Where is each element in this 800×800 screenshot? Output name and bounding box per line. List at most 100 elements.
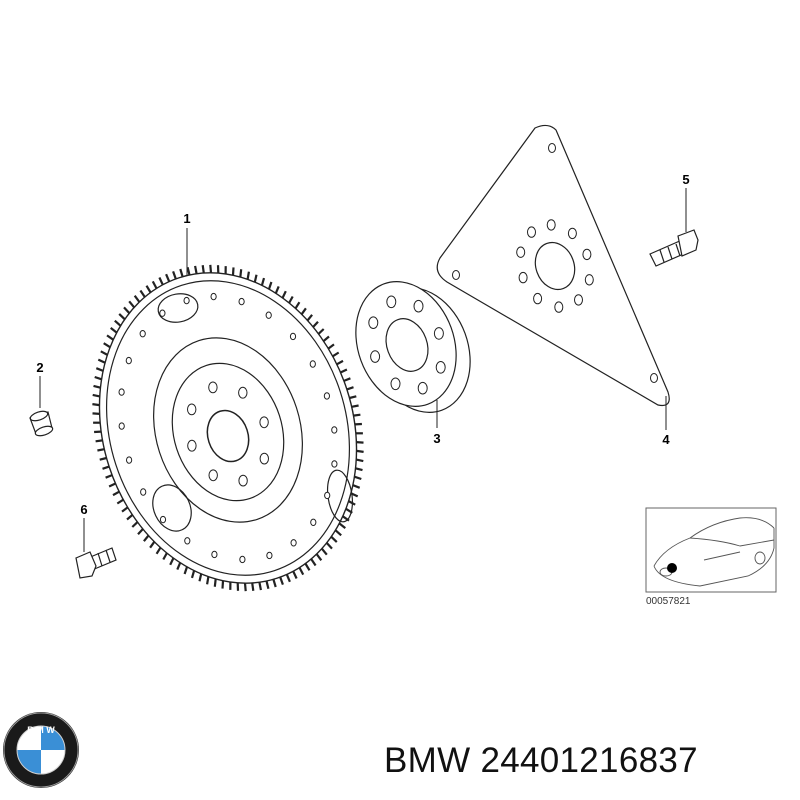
flywheel-center-hole [187,403,197,416]
gear-tooth [239,269,243,278]
plate-bolt-hole [516,246,526,258]
gear-tooth [320,547,328,556]
flywheel-bolt-hole [211,550,218,559]
gear-tooth [325,542,333,550]
gear-tooth [145,285,152,294]
gear-tooth [118,313,126,321]
flywheel-bolt-hole [159,309,166,317]
gear-tooth [272,578,277,588]
gear-tooth [306,314,313,322]
flywheel-bolt-hole [289,332,297,341]
gear-tooth [186,266,191,276]
gear-tooth [110,327,118,334]
flywheel-bolt-hole [139,330,146,338]
sleeve [29,410,54,437]
gear-tooth [128,300,136,309]
location-marker [667,563,677,573]
gear-tooth [102,465,110,470]
gear-tooth [356,449,364,453]
gear-tooth [281,290,287,299]
ring-gear-teeth [92,264,364,592]
gear-tooth [285,573,291,583]
gear-tooth [106,334,114,341]
gear-tooth [246,271,250,280]
plate-bolt-hole [582,248,592,261]
car-outline-icon [653,517,775,587]
gear-tooth [332,351,340,358]
gear-tooth [162,552,168,561]
flywheel-bolt-hole [323,392,330,400]
flywheel-center-hole [259,452,269,465]
plate-bolt-hole [546,219,556,231]
gear-tooth [165,273,171,283]
plate-bolt-hole [567,227,577,240]
plate-bolt-hole [518,271,528,284]
spacer-hole [417,381,428,395]
gear-tooth [131,521,139,528]
flywheel-center-hole [187,439,197,452]
flywheel-center-hole [238,386,248,399]
spacer-hole [435,361,446,374]
spacer-hole [390,377,401,391]
flywheel-bolt-hole [290,539,297,547]
callout-6: 6 [80,502,87,517]
gear-tooth [97,358,106,364]
gear-tooth [322,335,330,342]
flywheel-center-hole [259,416,269,429]
gear-tooth [340,368,348,374]
gear-tooth [343,377,351,382]
gear-tooth [108,482,116,488]
gear-tooth [338,522,346,529]
plate-corner-hole [650,373,658,383]
flywheel-bolt-hole [331,426,338,434]
gear-tooth [169,557,175,566]
gear-tooth [253,274,258,283]
spacer-ring [355,281,471,413]
gear-tooth [139,289,146,298]
gear-tooth [172,271,177,280]
gear-tooth [292,570,298,579]
flywheel-bolt-hole [309,360,316,368]
gear-tooth [123,306,131,314]
gear-tooth [126,514,134,521]
flywheel-bolt-hole [239,555,246,564]
plate-bolt-hole [584,274,594,286]
flywheel-center-hole [208,469,218,482]
plate-bolt-hole [533,292,543,305]
gear-tooth [94,375,102,381]
bolt-plate [649,229,699,267]
spacer-hole [368,316,379,330]
gear-tooth [100,350,108,356]
gear-tooth [243,583,247,592]
gear-tooth [103,342,111,349]
part-number-label: BMW 24401216837 [384,741,698,780]
gear-tooth [151,280,158,289]
gear-tooth [349,395,357,400]
gear-tooth [213,578,217,587]
gear-tooth [190,570,196,579]
gear-tooth [99,456,107,461]
gear-tooth [346,386,354,391]
flywheel-bolt-hole [210,292,217,301]
gear-tooth [176,562,182,571]
gear-tooth [298,567,305,576]
flywheel-bolt-hole [159,515,167,524]
plate-corner-hole [548,143,556,153]
gear-tooth [356,441,364,444]
gear-tooth [149,541,156,549]
flywheel-bolt-hole [118,388,125,396]
flywheel-bolt-hole [266,551,273,560]
gear-tooth [198,573,203,582]
gear-tooth [95,439,103,443]
gear-tooth [112,490,120,497]
gear-tooth [114,319,122,327]
flywheel-bolt-hole [265,311,272,319]
plate-bolt-hole [554,301,564,313]
gear-tooth [315,553,323,561]
flywheel-bolt-hole [126,456,133,464]
flywheel-bolt-hole [184,537,191,545]
gear-tooth [265,580,270,590]
gear-tooth [260,277,266,286]
flywheel-bolt-hole [324,491,331,500]
vehicle-location-inset: 00057821 [645,507,777,607]
